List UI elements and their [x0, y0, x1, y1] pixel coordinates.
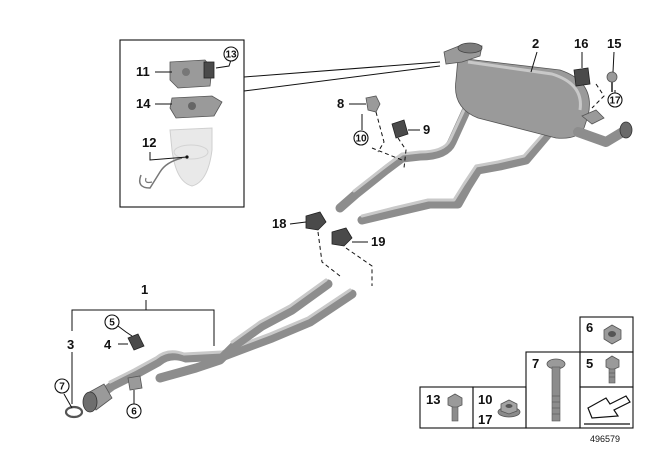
- callout-2: 2: [532, 36, 539, 51]
- callout-11: 11: [136, 64, 150, 79]
- callout-4: 4: [104, 337, 112, 352]
- direction-arrow-icon: [584, 395, 631, 425]
- carriage-bolt-icon: [546, 358, 566, 422]
- callout-14: 14: [136, 96, 151, 111]
- legend-label-17: 17: [478, 412, 492, 427]
- callout-7: 7: [59, 382, 65, 393]
- fastener-legend: 6 5 7 13: [419, 316, 634, 444]
- callout-17: 17: [609, 96, 621, 107]
- callout-3: 3: [67, 337, 74, 352]
- callout-16: 16: [574, 36, 588, 51]
- callout-9: 9: [423, 122, 430, 137]
- callout-10: 10: [355, 134, 367, 145]
- legend-label-10: 10: [478, 392, 492, 407]
- legend-label-7: 7: [532, 356, 539, 371]
- rubber-mount-part-11: [169, 59, 215, 89]
- flange-nut-icon: [497, 399, 521, 418]
- clamps-18-19: 18 19: [272, 211, 385, 286]
- hanger-parts-8-9-10: 8 9 10: [337, 95, 430, 169]
- diagram-number: 496579: [590, 434, 620, 444]
- callout-1: 1: [141, 282, 148, 297]
- legend-label-13: 13: [426, 392, 440, 407]
- detail-inset: 11 14 12 13: [119, 39, 441, 208]
- front-pipe-part-1: 1 3 4 5 6 7: [54, 278, 357, 419]
- parts-15-16-17: 16 15 17: [573, 36, 623, 109]
- callout-8: 8: [337, 96, 344, 111]
- rear-silencer-part-2: 2: [335, 36, 633, 225]
- holder-part-12: [138, 127, 213, 189]
- callout-15: 15: [607, 36, 621, 51]
- hex-bolt-icon: [605, 355, 620, 384]
- callout-13: 13: [225, 50, 237, 61]
- legend-label-6: 6: [586, 320, 593, 335]
- callout-12: 12: [142, 135, 156, 150]
- callout-6: 6: [131, 407, 137, 418]
- callout-5: 5: [109, 318, 115, 329]
- callout-19: 19: [371, 234, 385, 249]
- hex-nut-icon: [603, 324, 622, 345]
- hex-bolt-small-icon: [447, 393, 463, 422]
- bracket-part-14: [169, 95, 223, 119]
- callout-18: 18: [272, 216, 286, 231]
- legend-label-5: 5: [586, 356, 593, 371]
